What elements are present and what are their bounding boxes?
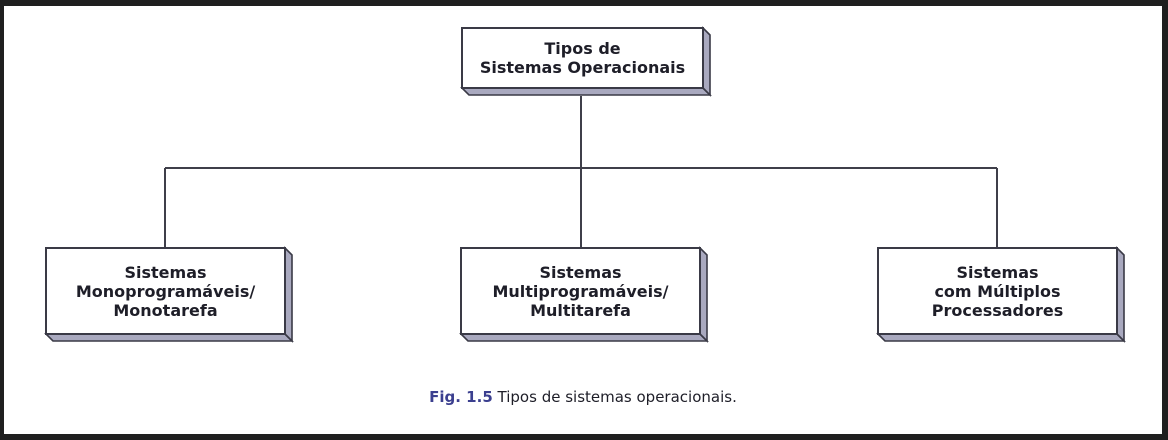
child-3-line-1: Sistemas: [956, 262, 1039, 282]
hierarchy-diagram: [44, 26, 1126, 343]
child-box-multiprogramaveis: [459, 246, 709, 343]
child-label-monoprogramaveis: Sistemas Monoprogramáveis/ Monotarefa: [46, 248, 285, 334]
figure-frame: Tipos de Sistemas Operacionais Sistemas …: [4, 6, 1162, 434]
root-label-line-2: Sistemas Operacionais: [479, 58, 686, 77]
child-2-line-2: Multiprogramáveis/: [492, 281, 669, 301]
child-label-multiprogramaveis: Sistemas Multiprogramáveis/ Multitarefa: [461, 248, 700, 334]
child-1-line-1: Sistemas: [124, 262, 207, 282]
caption-text: Tipos de sistemas operacionais.: [497, 388, 737, 406]
child-1-line-3: Monotarefa: [113, 300, 218, 320]
root-label: Tipos de Sistemas Operacionais: [462, 28, 703, 88]
child-1-line-2: Monoprogramáveis/: [75, 281, 256, 301]
figure-caption: Fig. 1.5 Tipos de sistemas operacionais.: [4, 388, 1162, 406]
child-label-multiplos-processadores: Sistemas com Múltiplos Processadores: [878, 248, 1117, 334]
child-box-monoprogramaveis: [44, 246, 294, 343]
child-box-multiplos-processadores: [876, 246, 1126, 343]
caption-prefix: Fig. 1.5: [429, 388, 493, 406]
root-box: [460, 26, 712, 97]
child-3-line-2: com Múltiplos: [934, 281, 1061, 301]
child-3-line-3: Processadores: [931, 300, 1064, 320]
child-2-line-3: Multitarefa: [530, 300, 631, 320]
root-label-line-1: Tipos de: [544, 39, 621, 58]
child-2-line-1: Sistemas: [539, 262, 622, 282]
